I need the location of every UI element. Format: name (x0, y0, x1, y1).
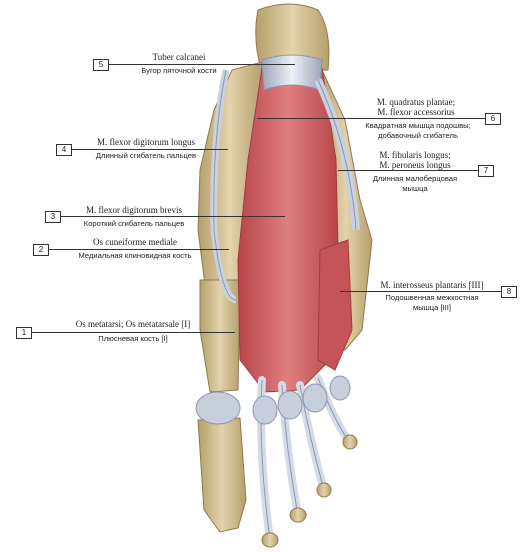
label-1-latin: Os metatarsi; Os metatarsale [I] (75, 319, 191, 329)
label-number-1: 1 (16, 327, 32, 339)
label-6-russian-2: добавочный сгибатель (378, 131, 458, 140)
label-8-russian-2: мышца [III] (412, 303, 451, 312)
lesser-toe-phalanges (261, 434, 358, 548)
label-3-latin: M. flexor digitorum brevis (86, 205, 182, 215)
leader-line-7 (338, 170, 479, 171)
label-7-russian-1: Длинная малоберцовая (372, 174, 458, 183)
leader-line-3 (61, 216, 285, 217)
label-7-latin-2: M. peroneus longus (379, 160, 451, 170)
label-5-russian: Бугор пяточной кости (141, 66, 217, 75)
label-6-latin-2: M. flexor accessorius (377, 107, 455, 117)
label-6-russian-1: Квадратная мышца подошвы; (365, 121, 471, 130)
label-7-russian-2: мышца (402, 184, 428, 193)
label-5-latin: Tuber calcanei (152, 52, 206, 62)
label-7-latin-1: M. fibularis longus; (379, 150, 451, 160)
label-number-3: 3 (45, 211, 61, 223)
label-8-russian-1: Подошвенная межкостная (385, 293, 479, 302)
label-2-russian: Медиальная клиновидная кость (78, 251, 192, 260)
label-number-5: 5 (93, 59, 109, 71)
label-2-latin: Os cuneiforme mediale (93, 237, 177, 247)
interosseus-plantaris-muscle (317, 239, 353, 371)
label-4-russian: Длинный сгибатель пальцев (95, 151, 197, 160)
leader-line-8 (340, 291, 501, 292)
leader-line-4 (72, 149, 228, 150)
label-number-8: 8 (501, 286, 517, 298)
leader-line-1 (32, 332, 235, 333)
label-number-4: 4 (56, 144, 72, 156)
big-toe-phalanges (197, 417, 247, 533)
first-metatarsal-bone (199, 279, 241, 393)
calcaneus-bone (255, 3, 330, 73)
leader-line-2 (49, 249, 229, 250)
label-8-latin: M. interosseus plantaris [III] (380, 280, 484, 290)
label-number-7: 7 (478, 165, 494, 177)
label-number-6: 6 (485, 113, 501, 125)
label-4-latin: M. flexor digitorum longus (97, 137, 195, 147)
label-3-russian: Короткий сгибатель пальцев (83, 219, 185, 228)
leader-line-6 (257, 118, 485, 119)
joint-capsules (195, 375, 351, 425)
plantar-aponeurosis-tendon (261, 54, 323, 91)
label-1-russian: Плюсневая кость [I] (98, 334, 168, 343)
label-6-latin-1: M. quadratus plantae; (376, 97, 456, 107)
leader-line-5 (109, 64, 295, 65)
label-number-2: 2 (33, 244, 49, 256)
